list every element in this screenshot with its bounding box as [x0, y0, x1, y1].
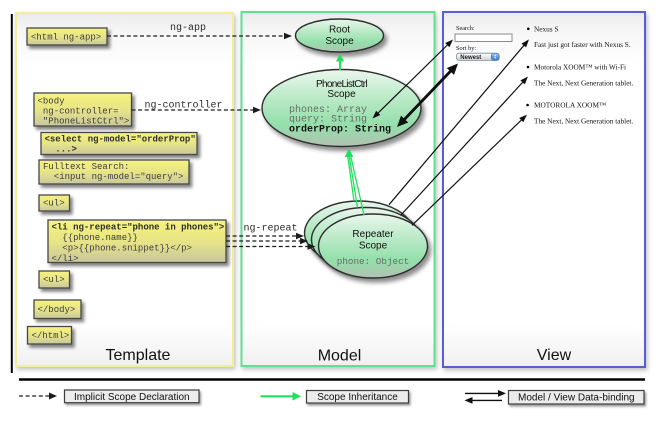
svg-text:"PhoneListCtrl">: "PhoneListCtrl"> — [38, 116, 130, 126]
svg-text:<li ng-repeat="phone in phones: <li ng-repeat="phone in phones"> — [52, 223, 225, 233]
svg-text:ng-repeat: ng-repeat — [244, 224, 298, 235]
svg-text:Search:: Search: — [456, 25, 475, 32]
svg-text:<html ng-app>: <html ng-app> — [31, 33, 101, 43]
svg-text:<ul>: <ul> — [43, 275, 65, 285]
svg-text:The Next, Next Generation tabl: The Next, Next Generation tablet. — [534, 79, 633, 88]
svg-text:<p>{{phone.snippet}}</p>: <p>{{phone.snippet}}</p> — [52, 244, 192, 254]
svg-text:Repeater: Repeater — [352, 229, 394, 240]
svg-text:Scope: Scope — [359, 241, 388, 252]
svg-text:phones: Array: phones: Array — [289, 104, 367, 116]
svg-text:query: String: query: String — [289, 114, 367, 126]
svg-text:Model: Model — [318, 348, 362, 365]
svg-text:PhoneListCtrl: PhoneListCtrl — [316, 79, 367, 90]
svg-text:Scope: Scope — [327, 89, 356, 100]
svg-text:orderProp: String: orderProp: String — [289, 124, 391, 136]
svg-text:ng-app: ng-app — [170, 23, 206, 34]
svg-text:<ul>: <ul> — [43, 199, 65, 209]
svg-text:MOTOROLA XOOM™: MOTOROLA XOOM™ — [534, 101, 606, 110]
svg-text:<body: <body — [38, 96, 66, 106]
svg-text:Implicit Scope Declaration: Implicit Scope Declaration — [74, 392, 190, 403]
svg-text:ng-controller=: ng-controller= — [38, 106, 119, 116]
svg-text:</li>: </li> — [52, 254, 79, 264]
svg-text:</html>: </html> — [32, 331, 70, 341]
svg-text:Sort by:: Sort by: — [456, 45, 476, 52]
svg-text:</body>: </body> — [38, 305, 76, 315]
svg-text:Newest: Newest — [460, 55, 481, 61]
svg-text:Fast just got faster with Nexu: Fast just got faster with Nexus S. — [534, 40, 631, 49]
svg-text:The Next, Next Generation tabl: The Next, Next Generation tablet. — [534, 117, 633, 126]
svg-text:phone: Object: phone: Object — [337, 256, 410, 267]
svg-text:Motorola XOOM™ with Wi-Fi: Motorola XOOM™ with Wi-Fi — [534, 63, 626, 72]
svg-text:Scope Inheritance: Scope Inheritance — [317, 392, 398, 403]
svg-text:View: View — [537, 347, 572, 364]
svg-text:Root: Root — [329, 25, 350, 36]
svg-text:<select ng-model="orderProp": <select ng-model="orderProp" — [45, 135, 196, 145]
svg-text:Model / View Data-binding: Model / View Data-binding — [518, 393, 635, 404]
svg-text:Fulltext Search:: Fulltext Search: — [43, 162, 129, 172]
svg-text:Nexus S: Nexus S — [534, 24, 559, 33]
svg-text:Template: Template — [106, 347, 171, 364]
svg-text:<input ng-model="query">: <input ng-model="query"> — [43, 172, 183, 182]
svg-text:...>: ...> — [45, 145, 77, 155]
svg-text:{{phone.name}}: {{phone.name}} — [52, 233, 138, 243]
svg-text:ng-controller: ng-controller — [145, 100, 223, 112]
svg-text:Scope: Scope — [325, 36, 354, 47]
